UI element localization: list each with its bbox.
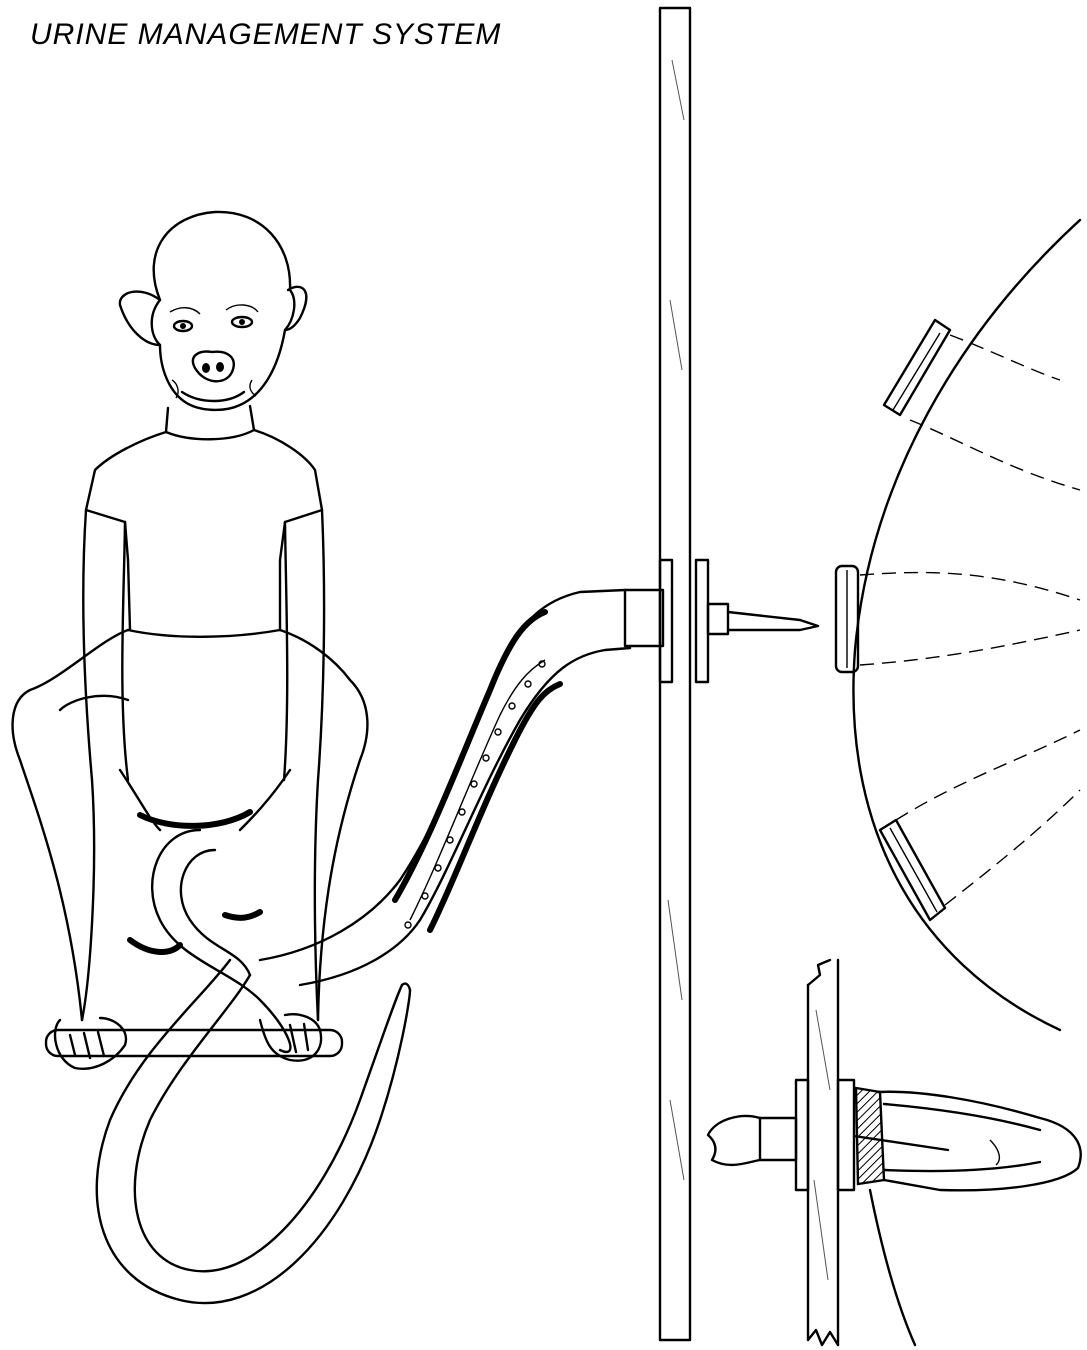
inset-detail xyxy=(708,960,1081,1345)
wall-panel xyxy=(660,8,690,1340)
septum-port-top xyxy=(884,320,950,415)
tube-perforations xyxy=(405,661,545,928)
collection-tube xyxy=(260,590,663,985)
monkey-head xyxy=(120,212,306,410)
monkey-tail xyxy=(97,830,410,1303)
monkey-legs xyxy=(13,630,368,1020)
bulkhead-connector xyxy=(660,560,818,682)
monkey-torso xyxy=(82,406,324,1020)
monkey-figure xyxy=(13,212,410,1303)
monkey-hands-and-perch xyxy=(46,1014,342,1069)
collection-vessel xyxy=(836,220,1080,1030)
